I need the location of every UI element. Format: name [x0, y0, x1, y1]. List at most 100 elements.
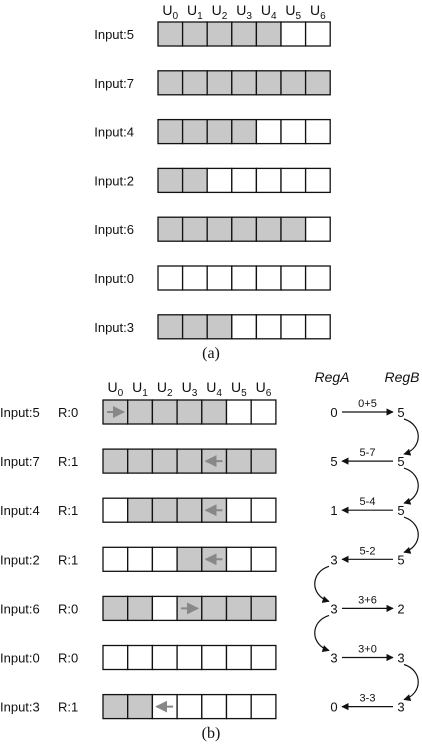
- reg-a-value: 3: [330, 651, 337, 666]
- reg-a-value: 0: [330, 405, 337, 420]
- reg-a-heading: RegA: [314, 369, 349, 385]
- empty-cell: [151, 644, 178, 671]
- filled-cell: [151, 399, 178, 425]
- filled-cell: [181, 118, 208, 145]
- row-label: Input:0: [94, 271, 134, 286]
- empty-cell: [102, 497, 129, 523]
- empty-cell: [250, 497, 277, 523]
- op-label: 5-2: [360, 545, 376, 557]
- reg-b-value: 3: [397, 651, 404, 666]
- transfer-arrow: [403, 467, 419, 505]
- r-label: R:1: [58, 552, 78, 567]
- empty-cell: [176, 644, 203, 671]
- filled-cell: [304, 70, 331, 96]
- empty-cell: [231, 314, 258, 340]
- empty-cell: [250, 546, 277, 572]
- filled-cell: [157, 70, 184, 96]
- empty-cell: [250, 399, 277, 425]
- filled-cell: [201, 595, 228, 622]
- empty-cell: [280, 118, 307, 145]
- filled-cell: [176, 448, 203, 474]
- filled-cell: [157, 21, 184, 47]
- op-label: 5-4: [360, 496, 376, 508]
- empty-cell: [231, 265, 258, 291]
- filled-cell: [206, 216, 233, 242]
- transfer-arrow: [403, 418, 419, 456]
- op-label: 5-7: [360, 447, 376, 459]
- reg-a-value: 1: [330, 503, 337, 518]
- reg-a-value: 5: [330, 454, 337, 469]
- reg-b-value: 3: [397, 700, 404, 715]
- row-label: Input:0: [0, 651, 40, 666]
- filled-cell: [176, 546, 203, 572]
- unit-label: U4: [261, 2, 277, 22]
- empty-cell: [231, 167, 258, 194]
- reg-b-heading: RegB: [384, 369, 419, 385]
- empty-cell: [255, 167, 282, 194]
- unit-label: U5: [231, 379, 247, 399]
- empty-cell: [157, 265, 184, 291]
- unit-label: U0: [162, 2, 178, 22]
- empty-cell: [255, 118, 282, 145]
- row-label: Input:4: [0, 503, 40, 518]
- reg-b-value: 5: [397, 454, 404, 469]
- filled-cell: [102, 448, 129, 474]
- empty-cell: [280, 265, 307, 291]
- unit-label: U2: [212, 2, 228, 22]
- empty-cell: [102, 644, 129, 671]
- empty-cell: [250, 644, 277, 671]
- unit-label: U3: [182, 379, 198, 399]
- unit-label: U3: [236, 2, 252, 22]
- filled-cell: [201, 399, 228, 425]
- filled-cell: [181, 167, 208, 194]
- unit-label: U6: [310, 2, 326, 22]
- filled-cell: [102, 693, 129, 720]
- unit-label: U1: [132, 379, 148, 399]
- r-label: R:0: [58, 651, 78, 666]
- filled-cell: [280, 216, 307, 242]
- part-a-caption: (a): [202, 345, 220, 362]
- empty-cell: [102, 546, 129, 572]
- empty-cell: [225, 497, 252, 523]
- transfer-arrow: [403, 663, 419, 702]
- filled-cell: [151, 497, 178, 523]
- filled-cell: [280, 70, 307, 96]
- filled-cell: [206, 70, 233, 96]
- filled-cell: [157, 216, 184, 242]
- filled-cell: [206, 118, 233, 145]
- filled-cell: [231, 216, 258, 242]
- transfer-arrow: [314, 614, 330, 652]
- filled-cell: [231, 70, 258, 96]
- unit-label: U6: [256, 379, 272, 399]
- filled-cell: [127, 448, 154, 474]
- row-label: Input:6: [0, 601, 40, 616]
- empty-cell: [127, 546, 154, 572]
- filled-cell: [225, 595, 252, 622]
- empty-cell: [206, 167, 233, 194]
- filled-cell: [157, 167, 184, 194]
- reg-b-value: 5: [397, 552, 404, 567]
- unit-label: U5: [285, 2, 301, 22]
- row-label: Input:2: [0, 552, 40, 567]
- transfer-arrow: [403, 516, 419, 554]
- filled-cell: [127, 595, 154, 622]
- empty-cell: [304, 21, 331, 47]
- row-label: Input:7: [0, 454, 40, 469]
- reg-b-value: 5: [397, 503, 404, 518]
- reg-a-value: 3: [330, 601, 337, 616]
- empty-cell: [225, 644, 252, 671]
- empty-cell: [250, 693, 277, 720]
- r-label: R:1: [58, 454, 78, 469]
- filled-cell: [250, 448, 277, 474]
- filled-cell: [231, 118, 258, 145]
- filled-cell: [225, 448, 252, 474]
- empty-cell: [225, 546, 252, 572]
- empty-cell: [304, 314, 331, 340]
- filled-cell: [157, 314, 184, 340]
- empty-cell: [280, 167, 307, 194]
- row-label: Input:3: [0, 700, 40, 715]
- empty-cell: [304, 265, 331, 291]
- filled-cell: [255, 70, 282, 96]
- row-label: Input:5: [0, 405, 40, 420]
